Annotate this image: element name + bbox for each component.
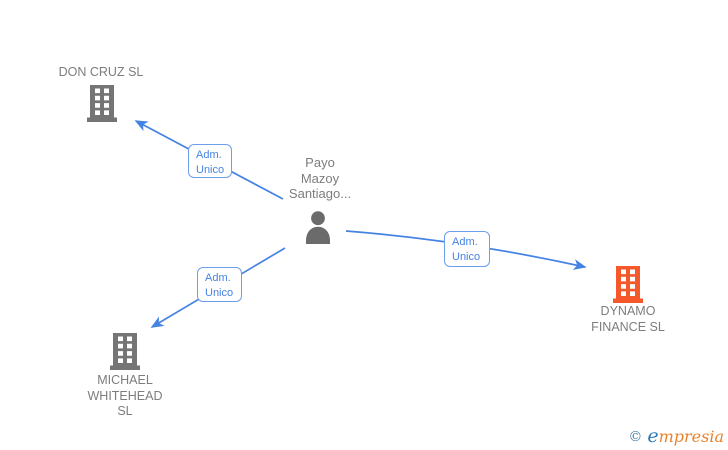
building-icon bbox=[110, 333, 140, 370]
person-icon bbox=[303, 211, 333, 244]
company-label-don-cruz[interactable]: DON CRUZ SL bbox=[59, 65, 144, 81]
edge-label-adm-unico-dynamo-finance[interactable]: Adm. Unico bbox=[444, 231, 490, 267]
empresia-logo: ©empresia bbox=[628, 425, 724, 447]
company-label-michael-whitehead[interactable]: MICHAEL WHITEHEAD SL bbox=[88, 373, 163, 420]
company-node-dynamo-finance[interactable] bbox=[613, 266, 643, 303]
company-node-don-cruz[interactable] bbox=[87, 85, 117, 122]
building-icon bbox=[613, 266, 643, 303]
company-node-michael-whitehead[interactable] bbox=[110, 333, 140, 370]
brand-name: empresia bbox=[647, 425, 724, 447]
edge-label-adm-unico-michael-whitehead[interactable]: Adm. Unico bbox=[197, 267, 242, 302]
company-name: DYNAMO bbox=[600, 304, 656, 318]
company-name: SL bbox=[117, 404, 133, 418]
edge-label-adm-unico-don-cruz[interactable]: Adm. Unico bbox=[188, 144, 232, 178]
building-icon bbox=[87, 85, 117, 122]
company-name: MICHAEL bbox=[97, 373, 153, 387]
person-node[interactable] bbox=[303, 211, 333, 244]
company-name: DON CRUZ SL bbox=[58, 65, 144, 79]
company-label-dynamo-finance[interactable]: DYNAMO FINANCE SL bbox=[591, 304, 665, 335]
company-name: WHITEHEAD bbox=[87, 388, 163, 403]
person-label[interactable]: Payo Mazoy Santiago... bbox=[288, 155, 352, 201]
copyright-icon: © bbox=[628, 429, 643, 445]
company-name: FINANCE SL bbox=[591, 319, 665, 334]
